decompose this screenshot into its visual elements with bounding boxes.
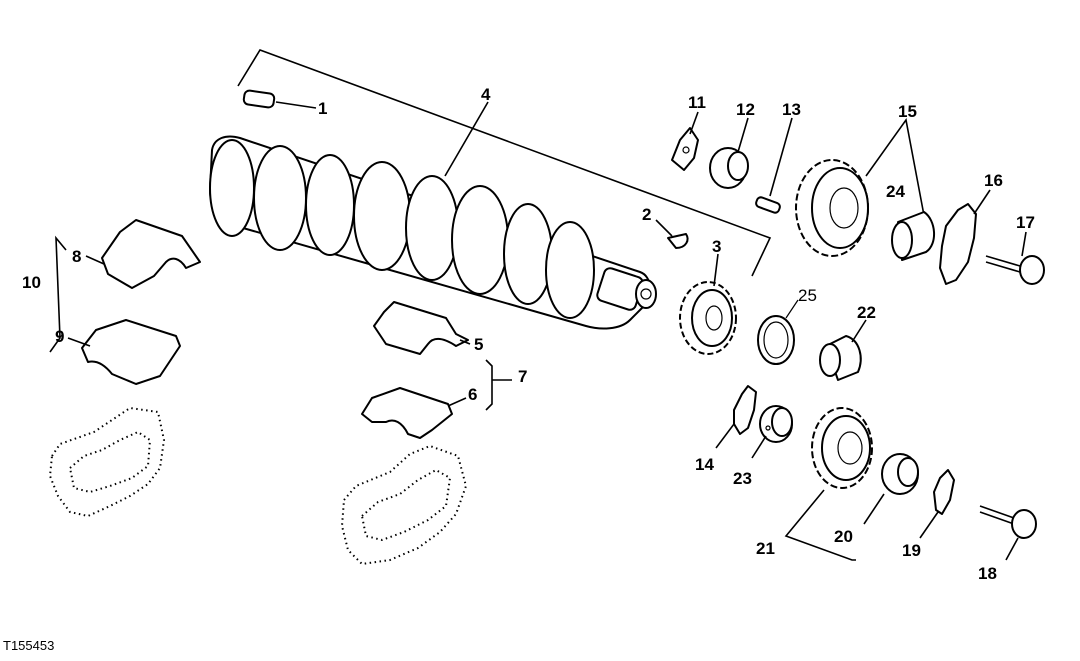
idler-gear-upper — [795, 118, 927, 257]
callout-23: 23 — [733, 469, 752, 488]
cap-screw-lower — [979, 505, 1037, 561]
callout-17: 17 — [1016, 213, 1035, 232]
o-ring — [757, 299, 799, 365]
gear-bushing-lower — [863, 453, 919, 525]
callout-1: 1 — [318, 99, 328, 118]
crankshaft — [209, 135, 657, 330]
assembly-bracket-4 — [237, 49, 772, 277]
callout-2: 2 — [642, 205, 652, 224]
crankshaft-gear — [679, 253, 737, 355]
callout-24: 24 — [886, 182, 905, 201]
callout-22: 22 — [857, 303, 876, 322]
callout-7: 7 — [518, 367, 528, 386]
callout-3: 3 — [712, 237, 722, 256]
woodruff-key — [655, 219, 689, 249]
ghost-bearing-outline-center — [340, 444, 468, 566]
thrust-plate-upper — [939, 189, 991, 285]
callout-11: 11 — [688, 93, 706, 112]
callout-6: 6 — [468, 385, 478, 404]
idler-bearing-upper — [709, 117, 749, 189]
callout-10: 10 — [22, 273, 41, 292]
callout-13: 13 — [782, 100, 801, 119]
dowel-pin — [242, 89, 317, 109]
thrust-washer-upper — [671, 111, 699, 171]
ghost-bearing-outline-left — [48, 406, 166, 518]
main-bearing-shells — [49, 219, 201, 385]
callout-12: 12 — [736, 100, 755, 119]
callout-9: 9 — [55, 327, 65, 346]
gear-bushing — [891, 211, 935, 261]
callout-19: 19 — [902, 541, 921, 560]
figure-id: T155453 — [3, 638, 55, 653]
rod-bearing-shells — [361, 301, 512, 439]
roll-pin — [755, 117, 793, 214]
bushing — [819, 319, 867, 381]
callout-16: 16 — [984, 171, 1003, 190]
callout-21: 21 — [756, 539, 775, 558]
callout-25: 25 — [798, 286, 817, 305]
callout-20: 20 — [834, 527, 853, 546]
thrust-washer-lower — [715, 385, 757, 449]
thrust-plate-lower — [919, 469, 955, 539]
callout-15: 15 — [898, 102, 917, 121]
callout-4: 4 — [481, 85, 491, 104]
callout-18: 18 — [978, 564, 997, 583]
callout-14: 14 — [695, 455, 714, 474]
callout-5: 5 — [474, 335, 484, 354]
callout-8: 8 — [72, 247, 82, 266]
idler-gear-lower — [784, 407, 873, 561]
cap-screw-upper — [985, 231, 1045, 285]
idler-bearing-lower — [751, 405, 793, 459]
